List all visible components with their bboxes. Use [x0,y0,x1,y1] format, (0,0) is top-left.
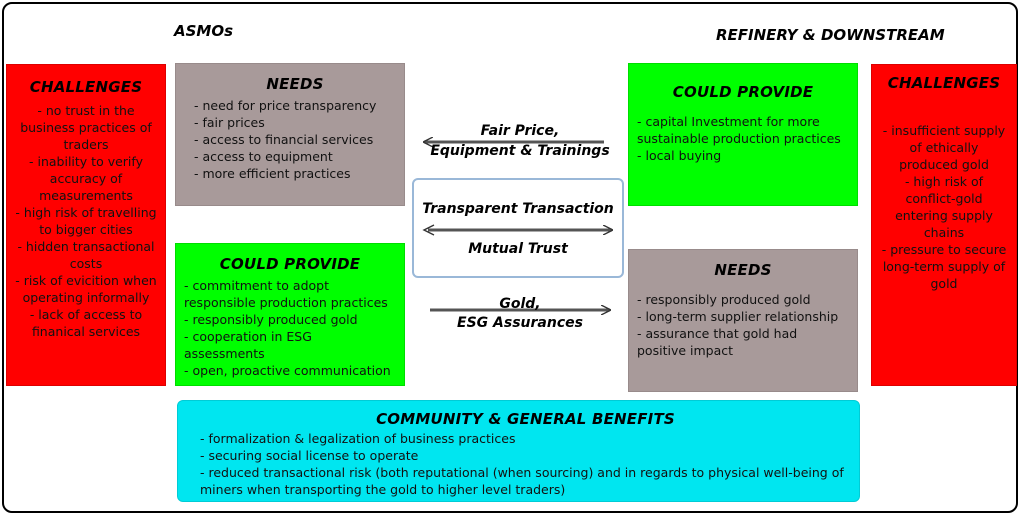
refinery-challenges-list: - insufficient supply of ethically produ… [880,122,1008,292]
list-item: - risk of evicition when operating infor… [15,273,157,305]
list-item: - responsibly produced gold [184,312,358,327]
community-title: COMMUNITY & GENERAL BENEFITS [376,410,675,428]
refinery-needs-box: NEEDS - responsibly produced gold - long… [628,249,858,392]
community-list: - formalization & legalization of busine… [200,430,851,498]
flow-bottom-label-1: Gold, [499,296,541,312]
list-item: - lack of access to finanical services [29,307,143,339]
list-item: - high risk of conflict-gold entering su… [895,174,993,240]
refinery-needs-list: - responsibly produced gold - long-term … [637,291,849,359]
refinery-provide-box: COULD PROVIDE - capital Investment for m… [628,63,858,206]
list-item: - capital Investment for more sustainabl… [637,114,841,146]
community-benefits-box: COMMUNITY & GENERAL BENEFITS - formaliza… [177,400,860,502]
list-item: - responsibly produced gold [637,292,811,307]
list-item: - more efficient practices [194,166,351,181]
refinery-provide-title: COULD PROVIDE [672,83,814,101]
list-item: - local buying [637,148,722,163]
refinery-challenges-box: CHALLENGES - insufficient supply of ethi… [871,64,1017,386]
list-item: - insufficient supply of ethically produ… [882,123,1006,172]
asmo-challenges-box: CHALLENGES - no trust in the business pr… [6,64,166,386]
refinery-needs-title: NEEDS [714,261,772,279]
list-item: - high risk of travelling to bigger citi… [15,205,157,237]
asmo-challenges-title: CHALLENGES [29,78,143,96]
list-item: - assurance that gold had positive impac… [637,326,798,358]
list-item: - access to equipment [194,149,333,164]
list-item: - commitment to adopt responsible produc… [184,278,388,310]
list-item: - need for price transparency [194,98,377,113]
list-item: - formalization & legalization of busine… [200,431,516,446]
asmo-provide-box: COULD PROVIDE - commitment to adopt resp… [175,243,405,386]
refinery-challenges-title: CHALLENGES [887,74,1001,92]
arrow-mutual-trust-left-head [422,224,435,236]
asmo-provide-list: - commitment to adopt responsible produc… [184,277,396,379]
list-item: - cooperation in ESG assessments [184,329,312,361]
list-item: - hidden transactional costs [17,239,155,271]
list-item: - fair prices [194,115,265,130]
flow-top-label-1: Fair Price, [480,123,560,139]
asmo-needs-box: NEEDS - need for price transparency - fa… [175,63,405,206]
list-item: - no trust in the business practices of … [20,103,152,152]
asmo-provide-title: COULD PROVIDE [219,255,361,273]
list-item: - reduced transactional risk (both reput… [200,465,844,497]
asmo-needs-title: NEEDS [266,75,324,93]
flow-middle-label-1: Transparent Transaction [422,201,614,217]
refinery-provide-list: - capital Investment for more sustainabl… [637,113,849,164]
transparent-transaction-box [412,178,624,278]
list-item: - long-term supplier relationship [637,309,839,324]
flow-top-label-2: Equipment & Trainings [430,143,610,159]
list-item: - securing social license to operate [200,448,419,463]
flow-bottom-label-2: ESG Assurances [457,315,583,331]
list-item: - pressure to secure long-term supply of… [881,242,1007,291]
asmo-challenges-list: - no trust in the business practices of … [15,102,157,340]
asmos-header: ASMOs [174,22,234,40]
flow-middle-label-2: Mutual Trust [468,241,568,257]
asmo-needs-list: - need for price transparency - fair pri… [194,97,396,182]
list-item: - open, proactive communication [184,363,391,378]
refinery-header: REFINERY & DOWNSTREAM [716,26,945,44]
list-item: - access to financial services [194,132,374,147]
list-item: - inability to verify accuracy of measur… [29,154,143,203]
